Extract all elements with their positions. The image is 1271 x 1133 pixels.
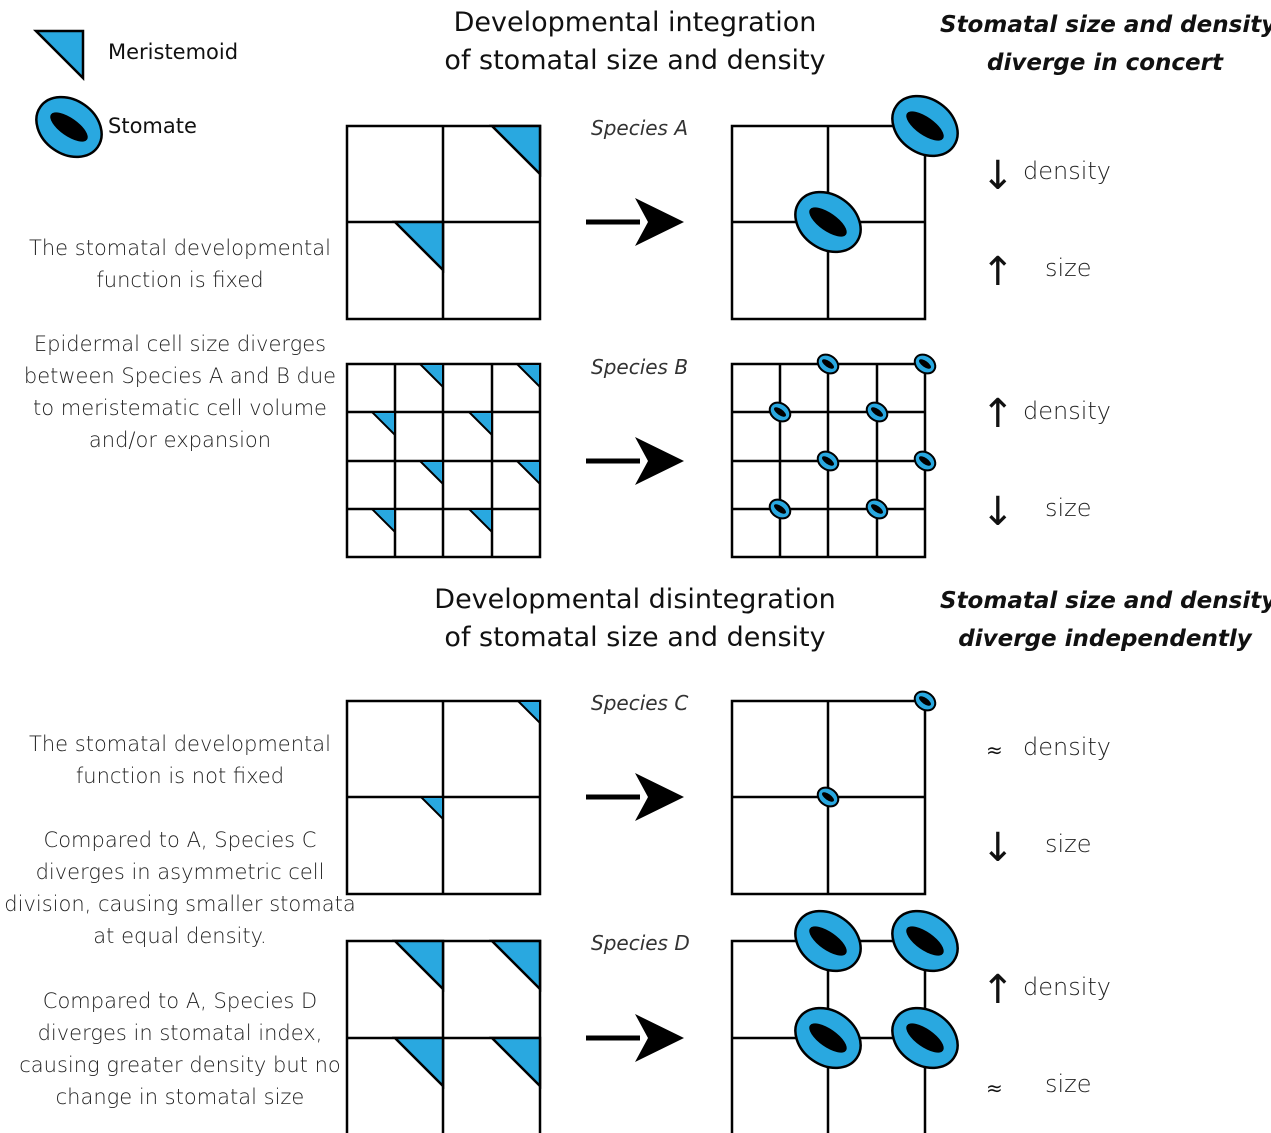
species-c-density-label: density [1023, 733, 1111, 761]
meristemoid-legend-label: Meristemoid [108, 40, 239, 64]
species-a-stomata-grid [730, 94, 959, 321]
integration-outcome-line2: diverge in concert [987, 50, 1223, 76]
disintegration-desc-species-d-line4: change in stomatal size [55, 1085, 305, 1109]
disintegration-desc-not-fixed-line1: The stomatal developmental [29, 732, 331, 756]
species-a-density-label: density [1023, 157, 1111, 185]
species-a-meristemoid-grid [345, 124, 542, 321]
disintegration-desc-species-d-line2: diverges in stomatal index, [37, 1021, 323, 1045]
disintegration-desc-species-c-line1: Compared to A, Species C [43, 828, 317, 852]
stomate-legend-icon [35, 95, 103, 159]
disintegration-outcome: Stomatal size and density diverge indepe… [940, 582, 1271, 658]
species-d-meristemoid-grid [345, 939, 542, 1133]
species-b-size-arrow: ↓ [981, 489, 1015, 535]
disintegration-desc-species-c-line2: diverges in asymmetric cell [35, 860, 325, 884]
disintegration-desc-species-d-line3: causing greater density but no [19, 1053, 341, 1077]
species-b-density-arrow: ↑ [981, 391, 1015, 437]
species-c-meristemoid-grid [345, 699, 542, 896]
species-b-stomata-grid [730, 353, 937, 559]
stomate-legend-label: Stomate [108, 114, 197, 138]
species-c-label: Species C [591, 691, 689, 715]
integration-desc-epidermal: Epidermal cell size diverges between Spe… [5, 328, 355, 456]
integration-desc-epidermal-line4: and/or expansion [88, 428, 272, 452]
integration-title-line1: Developmental integration [453, 7, 817, 38]
species-a-size-label: size [1045, 254, 1092, 282]
disintegration-desc-species-c-line3: division, causing smaller stomata [4, 892, 356, 916]
species-c-size-label: size [1045, 830, 1092, 858]
disintegration-desc-not-fixed-line2: function is not fixed [75, 764, 285, 788]
species-d-density-label: density [1023, 973, 1111, 1001]
integration-desc-epidermal-line1: Epidermal cell size diverges [33, 332, 327, 356]
species-c-size-arrow: ↓ [981, 825, 1015, 871]
integration-title: Developmental integration of stomatal si… [430, 4, 840, 80]
species-d-label: Species D [591, 931, 690, 955]
disintegration-desc-not-fixed: The stomatal developmental function is n… [10, 728, 350, 792]
integration-outcome-line1: Stomatal size and density [940, 12, 1271, 38]
disintegration-desc-species-c-line4: at equal density. [93, 924, 267, 948]
species-b-label: Species B [591, 355, 689, 379]
species-d-stomata-grid [730, 909, 959, 1133]
disintegration-title-line2: of stomatal size and density [444, 622, 826, 653]
species-c-arrow [586, 773, 684, 821]
disintegration-title: Developmental disintegration of stomatal… [420, 581, 850, 657]
species-b-size-label: size [1045, 494, 1092, 522]
meristemoid-legend-icon [32, 29, 85, 82]
disintegration-desc-species-d-line1: Compared to A, Species D [42, 989, 318, 1013]
species-a-size-arrow: ↑ [981, 249, 1015, 295]
species-b-arrow [586, 437, 684, 485]
disintegration-desc-species-d: Compared to A, Species D diverges in sto… [10, 985, 350, 1113]
species-d-size-label: size [1045, 1070, 1092, 1098]
integration-desc-fixed-line1: The stomatal developmental [29, 236, 331, 260]
species-b-meristemoid-grid [345, 362, 542, 559]
species-b-density-label: density [1023, 397, 1111, 425]
species-d-size-approx: ≈ [986, 1076, 1003, 1100]
species-a-density-arrow: ↓ [981, 153, 1015, 199]
disintegration-desc-species-c: Compared to A, Species C diverges in asy… [0, 824, 360, 952]
disintegration-title-line1: Developmental disintegration [434, 584, 836, 615]
disintegration-outcome-line1: Stomatal size and density [940, 588, 1271, 614]
integration-title-line2: of stomatal size and density [444, 45, 826, 76]
integration-desc-fixed: The stomatal developmental function is f… [10, 232, 350, 296]
species-a-arrow [586, 198, 684, 246]
species-c-stomata-grid [730, 690, 937, 896]
integration-desc-epidermal-line2: between Species A and B due [23, 364, 337, 388]
species-a-label: Species A [591, 116, 689, 140]
species-d-density-arrow: ↑ [981, 967, 1015, 1013]
integration-desc-fixed-line2: function is fixed [96, 268, 264, 292]
species-d-arrow [586, 1014, 684, 1062]
integration-desc-epidermal-line3: to meristematic cell volume [33, 396, 327, 420]
disintegration-outcome-line2: diverge independently [958, 626, 1252, 652]
species-c-density-approx: ≈ [986, 738, 1003, 762]
integration-outcome: Stomatal size and density diverge in con… [940, 6, 1271, 82]
